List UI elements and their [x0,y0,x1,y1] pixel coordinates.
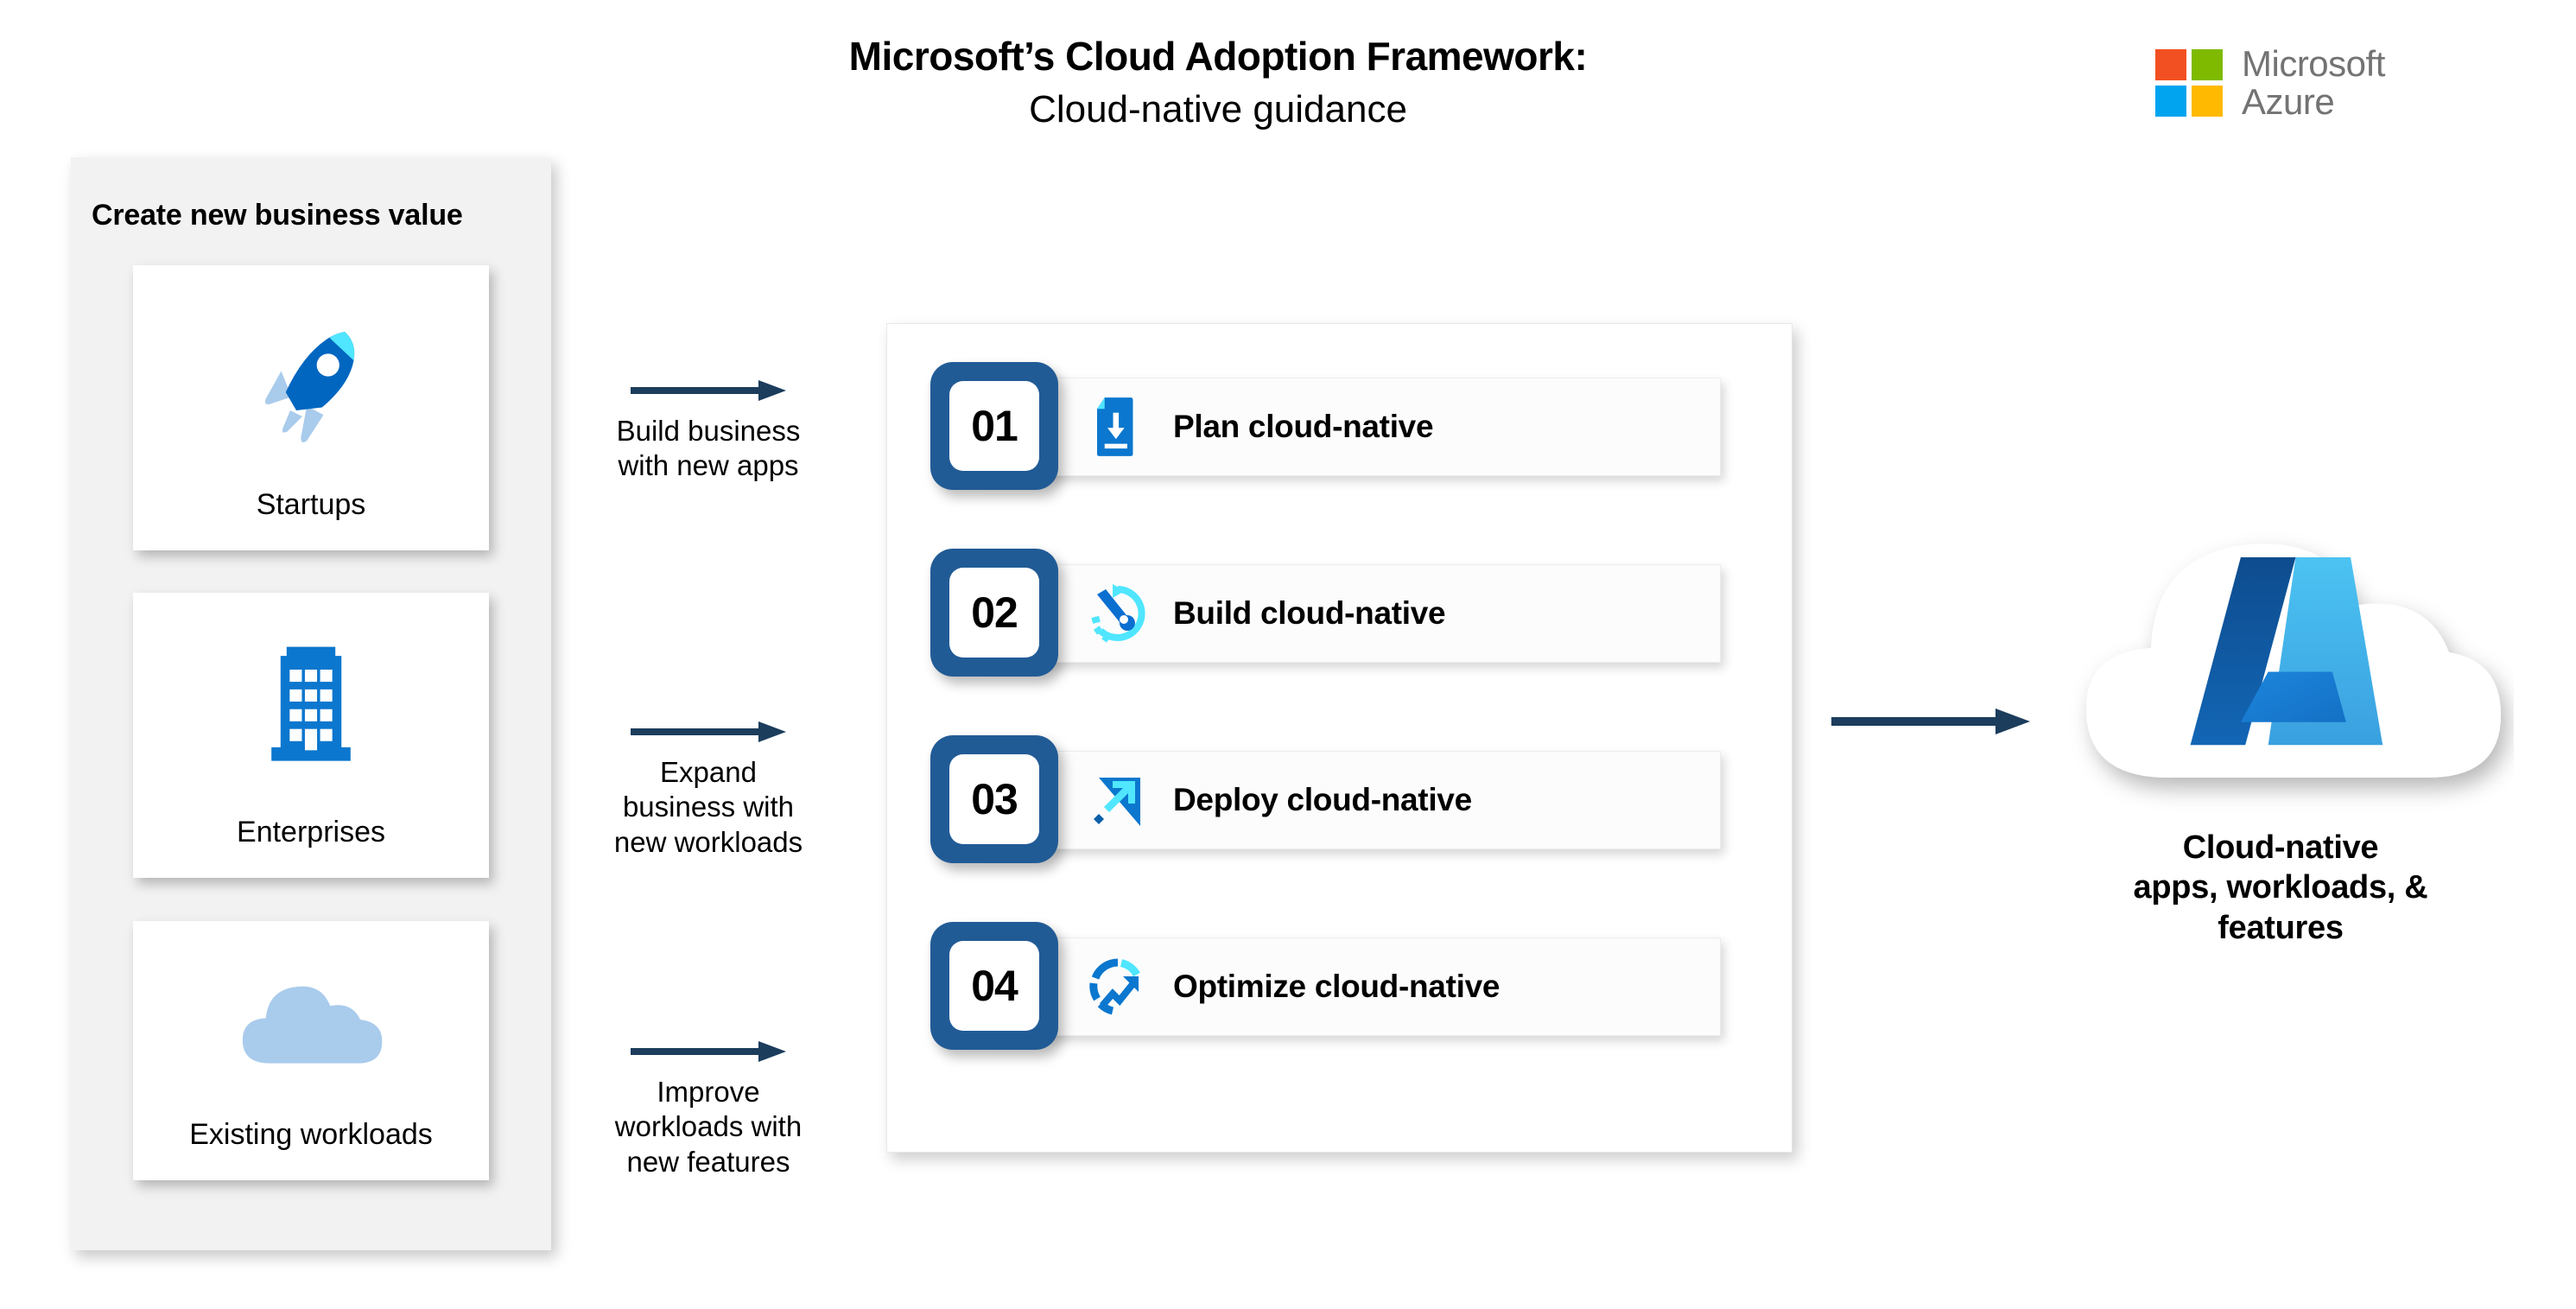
logo-square-green [2192,49,2223,81]
outcome-label: Cloud-native apps, workloads, & features [2039,828,2522,948]
step-row[interactable]: Optimize cloud-native 04 [887,922,1792,1050]
gauge-trend-icon [1087,956,1149,1018]
step-number-04: 04 [949,941,1039,1031]
logo-square-yellow [2192,86,2223,118]
rocket-icon [133,265,489,489]
flow-arrow-label-1-line-1: Build business [616,415,801,447]
brand-name-azure: Azure [2242,81,2335,123]
step-number-02: 02 [949,568,1039,658]
brand-wordmark: Microsoft Azure [2242,43,2385,123]
create-new-business-value-panel: Create new business value Startups [71,157,551,1250]
step-row[interactable]: Build cloud-native 02 [887,549,1792,677]
step-badge-04[interactable]: 04 [930,922,1058,1050]
segment-label-startups: Startups [256,487,366,521]
flow-arrow-label-3-line-2: workloads with [614,1110,803,1143]
step-bar-deploy[interactable]: Deploy cloud-native [980,751,1721,849]
flow-arrow-group-3: Improve workloads with new features [566,1037,851,1179]
step-badge-01[interactable]: 01 [930,362,1058,490]
brand-name-microsoft: Microsoft [2242,43,2385,84]
azure-cloud-icon [2086,543,2501,778]
flow-arrow-label-1: Build business with new apps [566,414,851,484]
arrow-right-icon [631,380,786,401]
step-bar-optimize[interactable]: Optimize cloud-native [980,937,1721,1036]
segment-card-enterprises[interactable]: Enterprises [133,593,489,878]
segment-label-existing-workloads: Existing workloads [189,1117,433,1151]
step-row[interactable]: Deploy cloud-native 03 [887,735,1792,863]
flow-arrow-label-2-line-2: business with [622,791,795,823]
step-number-01: 01 [949,381,1039,471]
page-title: Microsoft’s Cloud Adoption Framework: Cl… [743,33,1693,133]
segment-label-enterprises: Enterprises [237,815,385,848]
wrench-refresh-icon [1087,582,1149,645]
segment-card-startups[interactable]: Startups [133,265,489,550]
flow-arrow-group-1: Build business with new apps [566,376,851,484]
flow-arrow-label-2-line-1: Expand [660,756,757,788]
flow-arrow-label-3-line-1: Improve [657,1076,760,1108]
logo-square-blue [2155,86,2186,118]
step-number-03: 03 [949,754,1039,844]
step-badge-03[interactable]: 03 [930,735,1058,863]
cloud-native-steps-container: Plan cloud-native 01 [886,323,1792,1153]
flow-arrow-label-3: Improve workloads with new features [566,1075,851,1179]
page-title-line-2: Cloud-native guidance [1029,88,1407,131]
outcome-label-line-1: Cloud-native [2182,829,2379,866]
left-panel-title: Create new business value [92,199,463,232]
arrow-right-icon [631,1041,786,1062]
deploy-arrow-icon [1087,769,1149,831]
outcome-block: Cloud-native apps, workloads, & features [2039,510,2522,948]
segment-card-existing-workloads[interactable]: Existing workloads [133,921,489,1180]
logo-square-red [2155,49,2186,81]
step-label-build: Build cloud-native [1173,595,1446,631]
outcome-label-line-2: apps, workloads, & [2133,869,2428,906]
arrow-right-icon [1831,709,2030,734]
cloud-icon [133,921,489,1119]
flow-arrow-label-2-line-3: new workloads [613,825,803,858]
flow-arrow-label-2: Expand business with new workloads [566,755,851,860]
office-building-icon [133,593,489,817]
microsoft-azure-logo: Microsoft Azure [2155,43,2385,123]
flow-arrow-label-1-line-2: with new apps [618,449,799,482]
step-bar-plan[interactable]: Plan cloud-native [980,378,1721,476]
step-label-optimize: Optimize cloud-native [1173,969,1501,1004]
microsoft-logo-icon [2155,49,2223,118]
document-download-icon [1087,396,1149,458]
step-row[interactable]: Plan cloud-native 01 [887,362,1792,490]
arrow-right-icon [631,721,786,742]
step-label-deploy: Deploy cloud-native [1173,782,1472,817]
flow-arrow-label-3-line-3: new features [626,1145,790,1178]
flow-arrow-group-2: Expand business with new workloads [566,717,851,860]
step-label-plan: Plan cloud-native [1173,409,1434,444]
page-title-line-1: Microsoft’s Cloud Adoption Framework: [848,34,1588,79]
step-bar-build[interactable]: Build cloud-native [980,564,1721,663]
outcome-label-line-3: features [2218,909,2344,946]
step-badge-02[interactable]: 02 [930,549,1058,677]
